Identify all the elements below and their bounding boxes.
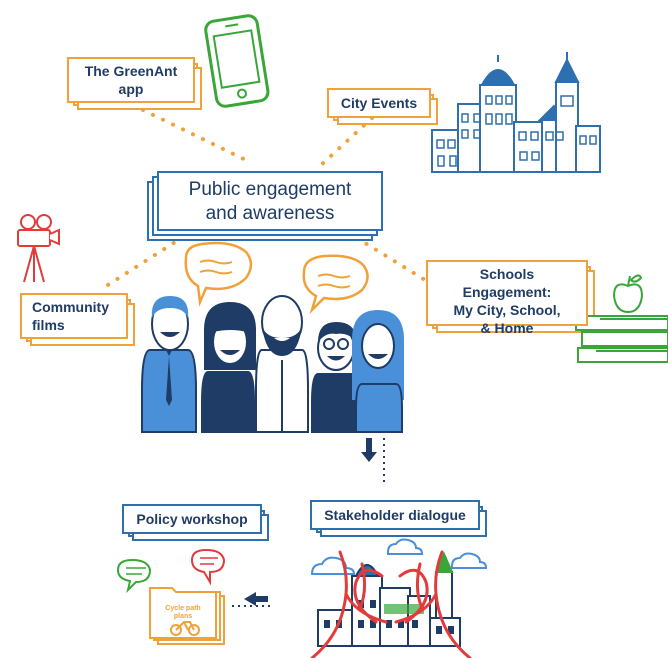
public-engagement-label: Public engagement and awareness bbox=[157, 171, 383, 231]
person-3 bbox=[255, 295, 309, 433]
down-arrow-icon bbox=[361, 438, 385, 482]
smartphone-icon bbox=[204, 14, 270, 108]
books-apple-icon bbox=[575, 274, 668, 363]
policy-workshop-text: Policy workshop bbox=[136, 511, 248, 527]
connector-city-events bbox=[318, 116, 374, 168]
schools-engagement-line-2: My City, School, bbox=[453, 302, 561, 318]
folder-icon bbox=[149, 587, 225, 645]
connector-schools bbox=[355, 236, 427, 282]
heart-hands-city-icon bbox=[310, 538, 488, 658]
person-5 bbox=[352, 310, 404, 433]
community-films-line-2: films bbox=[32, 317, 65, 333]
schools-engagement-line-3: & Home bbox=[480, 320, 534, 336]
left-arrow-icon bbox=[232, 592, 272, 607]
speech-bubble-icon bbox=[184, 241, 369, 315]
connector-greenant bbox=[141, 108, 254, 165]
stakeholder-dialogue-label: Stakeholder dialogue bbox=[310, 500, 487, 537]
public-engagement-line-1: Public engagement bbox=[188, 179, 352, 200]
community-films-line-1: Community bbox=[32, 299, 109, 315]
stakeholder-dialogue-text: Stakeholder dialogue bbox=[324, 507, 466, 523]
schools-engagement-label: Schools Engagement: My City, School, & H… bbox=[426, 260, 595, 336]
public-engagement-line-2: and awareness bbox=[205, 203, 335, 224]
film-camera-icon bbox=[17, 214, 60, 283]
community-films-label: Community films bbox=[20, 293, 135, 346]
schools-engagement-line-1: Schools Engagement: bbox=[462, 266, 552, 300]
greenant-app-line-2: app bbox=[118, 81, 144, 97]
person-1 bbox=[141, 296, 197, 433]
greenant-app-line-1: The GreenAnt bbox=[84, 63, 178, 79]
city-events-text: City Events bbox=[340, 95, 418, 111]
city-events-label: City Events bbox=[327, 88, 438, 125]
city-buildings-icon bbox=[431, 52, 601, 173]
person-2 bbox=[201, 302, 256, 433]
workshop-bubbles-icon bbox=[116, 548, 226, 594]
connector-community-films bbox=[98, 235, 185, 292]
folder-text-line-2: plans bbox=[174, 613, 192, 620]
folder-text-line-1: Cycle path bbox=[165, 605, 200, 612]
dotted-connectors bbox=[98, 108, 427, 292]
people-group-icon bbox=[141, 295, 404, 433]
policy-workshop-label: Policy workshop bbox=[122, 504, 269, 541]
greenant-app-label: The GreenAnt app bbox=[67, 57, 202, 110]
